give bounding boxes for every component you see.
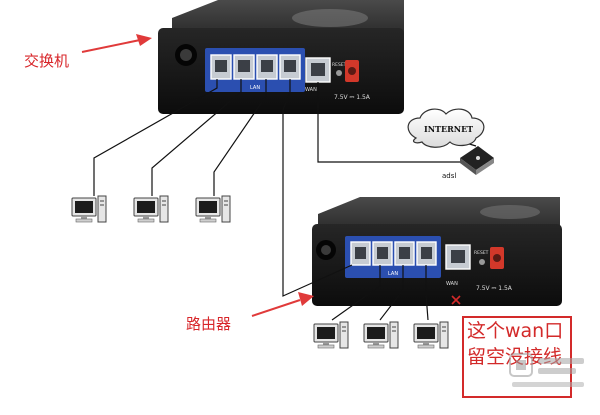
cable-switch-to-pc-3 bbox=[213, 79, 267, 196]
watermark-logo-icon bbox=[509, 353, 584, 387]
cable-router-to-pc-1 bbox=[331, 265, 381, 321]
router-logo-highlight bbox=[480, 205, 540, 219]
pc-icon bbox=[363, 321, 399, 349]
cable-switch-to-pc-1 bbox=[93, 79, 218, 196]
switch-reset-marking: RESET bbox=[332, 62, 347, 68]
modem-led bbox=[476, 156, 480, 160]
internet-cloud: INTERNET bbox=[407, 108, 485, 148]
router-power-marking: 7.5V ⎓ 1.5A bbox=[476, 285, 513, 292]
router-label: 路由器 bbox=[186, 315, 232, 333]
switch-antenna-base-center bbox=[180, 49, 192, 61]
cable-wan-to-adsl bbox=[317, 82, 462, 163]
cable-switch-to-pc-2 bbox=[151, 79, 242, 196]
pc-icon bbox=[71, 195, 107, 223]
router-device: LAN WAN RESET 7.5V ⎓ 1.5A bbox=[312, 197, 562, 306]
cable-router-to-pc-3 bbox=[425, 265, 429, 321]
arrow-to-router bbox=[251, 292, 314, 317]
arrow-to-switch bbox=[81, 34, 152, 53]
cable-router-to-pc-2 bbox=[379, 265, 404, 321]
wan-unused-mark bbox=[451, 295, 461, 305]
pc-icon bbox=[133, 195, 169, 223]
internet-cloud-label: INTERNET bbox=[424, 124, 473, 134]
router-reset-marking: RESET bbox=[474, 250, 489, 256]
pc-icon bbox=[413, 321, 449, 349]
router-lan-marking: LAN bbox=[388, 271, 398, 277]
switch-label: 交换机 bbox=[24, 52, 70, 70]
switch-wan-marking: WAN bbox=[305, 87, 317, 93]
switch-device: LAN WAN RESET 7.5V ⎓ 1.5A bbox=[158, 0, 404, 114]
pc-icon bbox=[195, 195, 231, 223]
switch-power-marking: 7.5V ⎓ 1.5A bbox=[334, 94, 371, 101]
router-reset-button bbox=[479, 259, 485, 265]
switch-reset-button bbox=[336, 70, 342, 76]
cable-switch-to-router bbox=[282, 79, 353, 297]
adsl-label: adsl bbox=[442, 172, 456, 180]
switch-logo-highlight bbox=[292, 9, 368, 27]
switch-lan-marking: LAN bbox=[250, 85, 260, 91]
pc-icon bbox=[313, 321, 349, 349]
router-wan-marking: WAN bbox=[446, 281, 458, 287]
adsl-modem bbox=[460, 146, 494, 175]
